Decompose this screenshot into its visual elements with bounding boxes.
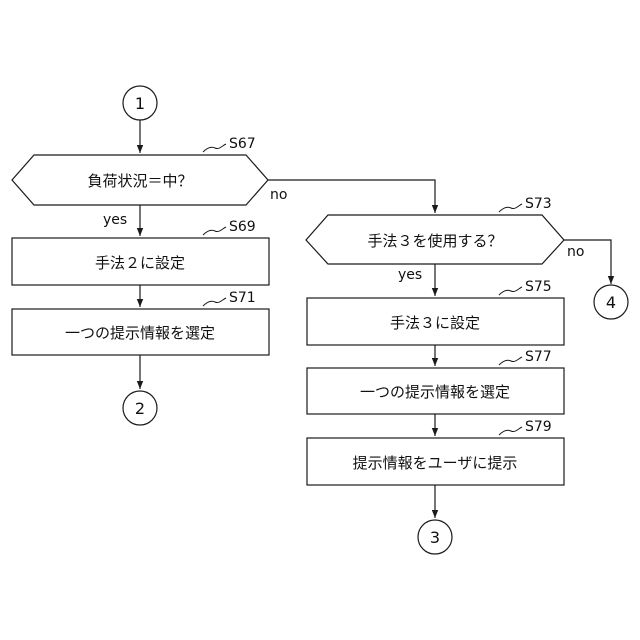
connector-3: 3 bbox=[418, 520, 452, 554]
connector-1: 1 bbox=[123, 86, 157, 120]
s67-no-label: no bbox=[270, 187, 287, 203]
connector-1-label: 1 bbox=[135, 94, 145, 113]
process-s71-text: 一つの提示情報を選定 bbox=[65, 324, 215, 342]
step-s75-leader bbox=[499, 287, 522, 295]
s67-yes-label: yes bbox=[103, 212, 127, 228]
connector-2-label: 2 bbox=[135, 399, 145, 418]
step-s67-label: S67 bbox=[229, 136, 256, 152]
connector-2: 2 bbox=[123, 391, 157, 425]
step-s69-label: S69 bbox=[229, 219, 256, 235]
process-s77: 一つの提示情報を選定 bbox=[307, 368, 564, 414]
s73-yes-label: yes bbox=[398, 267, 422, 283]
decision-s73-text: 手法３を使用する？ bbox=[367, 232, 502, 250]
process-s75-text: 手法３に設定 bbox=[390, 314, 480, 332]
step-s75-label: S75 bbox=[525, 279, 552, 295]
arrow-s67-no bbox=[268, 180, 435, 213]
decision-s67-text: 負荷状況＝中？ bbox=[87, 172, 192, 190]
process-s69-text: 手法２に設定 bbox=[95, 254, 185, 272]
step-s69-leader bbox=[203, 227, 226, 235]
step-s77-label: S77 bbox=[525, 349, 552, 365]
process-s69: 手法２に設定 bbox=[12, 238, 269, 285]
process-s79-text: 提示情報をユーザに提示 bbox=[353, 454, 518, 472]
step-s73-label: S73 bbox=[525, 196, 552, 212]
process-s77-text: 一つの提示情報を選定 bbox=[360, 383, 510, 401]
connector-3-label: 3 bbox=[430, 528, 440, 547]
step-s77-leader bbox=[499, 357, 522, 365]
process-s79: 提示情報をユーザに提示 bbox=[307, 438, 564, 485]
decision-s67: 負荷状況＝中？ bbox=[12, 155, 268, 205]
step-s71-label: S71 bbox=[229, 290, 256, 306]
step-s79-label: S79 bbox=[525, 419, 552, 435]
step-s71-leader bbox=[203, 298, 226, 306]
connector-4: 4 bbox=[594, 285, 628, 319]
step-s67-leader bbox=[203, 144, 226, 152]
s73-no-label: no bbox=[567, 244, 584, 260]
step-s73-leader bbox=[499, 204, 522, 212]
process-s71: 一つの提示情報を選定 bbox=[12, 309, 269, 355]
connector-4-label: 4 bbox=[606, 293, 616, 312]
decision-s73: 手法３を使用する？ bbox=[306, 215, 564, 264]
step-s79-leader bbox=[499, 427, 522, 435]
process-s75: 手法３に設定 bbox=[307, 298, 564, 345]
